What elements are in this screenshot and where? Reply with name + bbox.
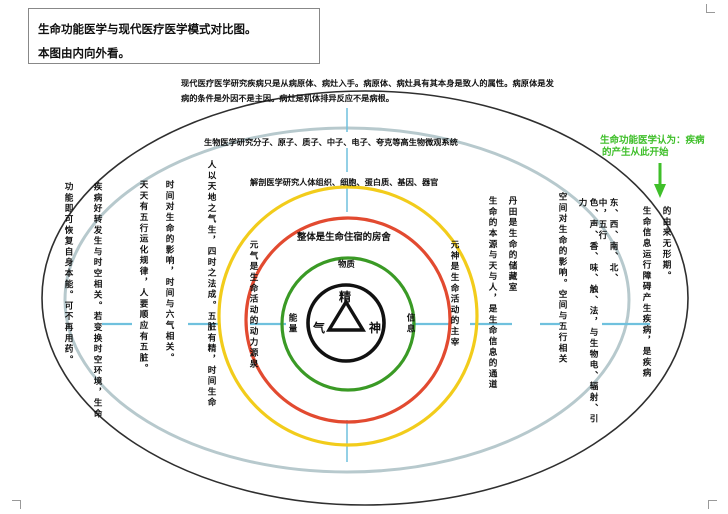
vtext-formless-stage: 的由来无形期。: [661, 206, 671, 282]
outer-ellipse: [41, 90, 689, 506]
vtext-senses: 色、声、香、味、触、法，与生物电、辐射、引力: [577, 198, 598, 425]
core-shen: 神: [369, 321, 382, 335]
arrow-head: [654, 184, 666, 198]
corner-mark-bottom-left: [12, 500, 21, 509]
red-ring-title: 整体是生命住宿的房舍: [297, 232, 391, 243]
core-jing: 精: [339, 290, 352, 304]
vtext-five-phases: 天天有五行运化规律，人要顺应有五脏。: [138, 180, 148, 375]
core-triangle: [325, 298, 367, 332]
vtext-heaven-earth: 人以天地之气生，四时之法成。五脏有精，时间生命: [206, 160, 216, 409]
label-matter: 物质: [338, 259, 355, 269]
title-line-1: 生命功能医学与现代医疗医学模式对比图。: [38, 22, 257, 36]
title-box: 生命功能医学与现代医疗医学模式对比图。 本图由内向外看。: [28, 8, 320, 64]
green-note-line-1: 生命功能医学认为：疾病: [600, 135, 705, 146]
core-qi: 气: [313, 321, 326, 335]
top-text-line-1: 现代医疗医学研究疾病只是从病原体、病灶入手。病原体、病灶具有其本身是致人的属性。…: [181, 78, 554, 88]
vtext-dantian: 丹田是生命的储藏室: [507, 196, 517, 294]
vtext-directions: 东、西、南、北、中，五行: [597, 198, 618, 285]
title-line-2: 本图由内向外看。: [38, 46, 130, 60]
vtext-primal-spirit: 元神是生命活动的主宰: [449, 240, 459, 348]
green-note: 生命功能医学认为：疾病 的产生从此开始: [600, 135, 720, 159]
bio-medicine-text: 生物医学研究分子、原子、质子、中子、电子、夸克等高生物微观系统: [204, 137, 458, 147]
top-text-line-2: 病的条件是外因不是主因。病灶是机体排异反应不是病根。: [181, 93, 394, 103]
label-information: 信息: [405, 313, 415, 335]
vtext-info-obstruction: 生命信息运行障碍产生疾病，是疾病: [641, 206, 651, 379]
green-note-line-2: 的产生从此开始: [602, 147, 669, 158]
corner-mark-top-right: [706, 4, 715, 13]
vtext-space-influence: 空间对生命的影响。空间与五行相关: [557, 192, 567, 365]
label-energy: 能量: [287, 313, 297, 335]
core-ring: [306, 283, 386, 363]
vtext-life-origin: 生命的本源与天与人，是生命信息的通道: [487, 196, 497, 391]
vtext-time-influence: 时间对生命的影响，时间与六气相关。: [164, 180, 174, 364]
vtext-recovery: 功能即可恢复自身本能。可不再用药。: [63, 182, 73, 366]
anatomy-medicine-text: 解剖医学研究人体组织、细胞、蛋白质、基因、器官: [250, 177, 439, 187]
red-ring: [244, 216, 452, 424]
yellow-ring: [217, 185, 479, 447]
green-ring: [280, 256, 416, 392]
vtext-illness-space: 疾病好转发生与时空相关。若变换时空环境，生命: [92, 182, 102, 420]
vtext-primal-qi: 元气是生命活动的动力源泉: [248, 240, 258, 370]
corner-mark-bottom-right: [708, 500, 717, 509]
